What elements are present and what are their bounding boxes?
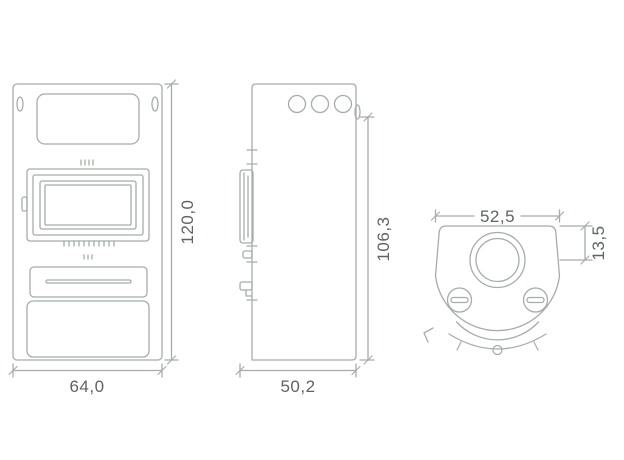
front-width-label: 64,0: [69, 377, 104, 396]
side-height-dimension: 106,3: [359, 112, 393, 365]
screw-left: [446, 287, 473, 313]
front-height-label: 120,0: [178, 199, 197, 244]
front-hinge-right-icon: [151, 96, 159, 112]
mounting-bracket: [423, 327, 547, 356]
top-width-label: 52,5: [480, 207, 515, 226]
front-base-panel: [26, 300, 150, 358]
front-view: [12, 83, 163, 361]
top-offset-dimension: 13,5: [559, 221, 608, 265]
front-upper-vent: [80, 159, 94, 166]
bracket-side-tab: [423, 327, 434, 343]
side-height-label: 106,3: [374, 216, 393, 261]
side-depth-label: 50,2: [280, 377, 315, 396]
side-door-profile: [239, 169, 254, 244]
top-inner-rim: [455, 321, 540, 341]
side-handle-profile: [239, 281, 253, 297]
side-lever-profile: [242, 250, 253, 259]
top-view: [423, 225, 561, 356]
side-top-hole-2: [310, 94, 330, 114]
front-door-latch: [21, 196, 28, 212]
front-height-dimension: 120,0: [164, 79, 197, 365]
front-vent-grille: [63, 240, 115, 247]
front-body-outline: [12, 83, 163, 361]
screw-right-slot: [526, 296, 545, 304]
side-top-hole-3: [333, 94, 353, 114]
side-hinge-icon: [354, 104, 361, 120]
side-panel-lines: [246, 149, 258, 301]
front-door-glass-frame: [39, 180, 137, 230]
front-top-window: [36, 93, 140, 145]
front-door-glass: [44, 184, 132, 226]
screw-right: [522, 287, 549, 313]
flue-outlet-outer: [469, 231, 526, 289]
front-drawer-slot: [45, 279, 132, 284]
front-lower-vent: [83, 254, 93, 260]
front-door-frame: [32, 174, 144, 236]
screw-left-slot: [450, 296, 469, 304]
side-view: [239, 83, 361, 361]
side-body-outline: [251, 83, 357, 361]
bracket-center-hole: [492, 344, 503, 356]
top-width-dimension: 52,5: [430, 207, 565, 226]
side-depth-dimension: 50,2: [235, 363, 361, 396]
flue-outlet-inner: [475, 237, 520, 283]
front-width-dimension: 64,0: [8, 363, 167, 396]
top-offset-label: 13,5: [589, 225, 608, 260]
front-ash-drawer: [29, 266, 148, 298]
top-body-outline: [434, 225, 561, 332]
front-hinge-left-icon: [16, 96, 24, 112]
side-top-hole-1: [287, 94, 307, 114]
